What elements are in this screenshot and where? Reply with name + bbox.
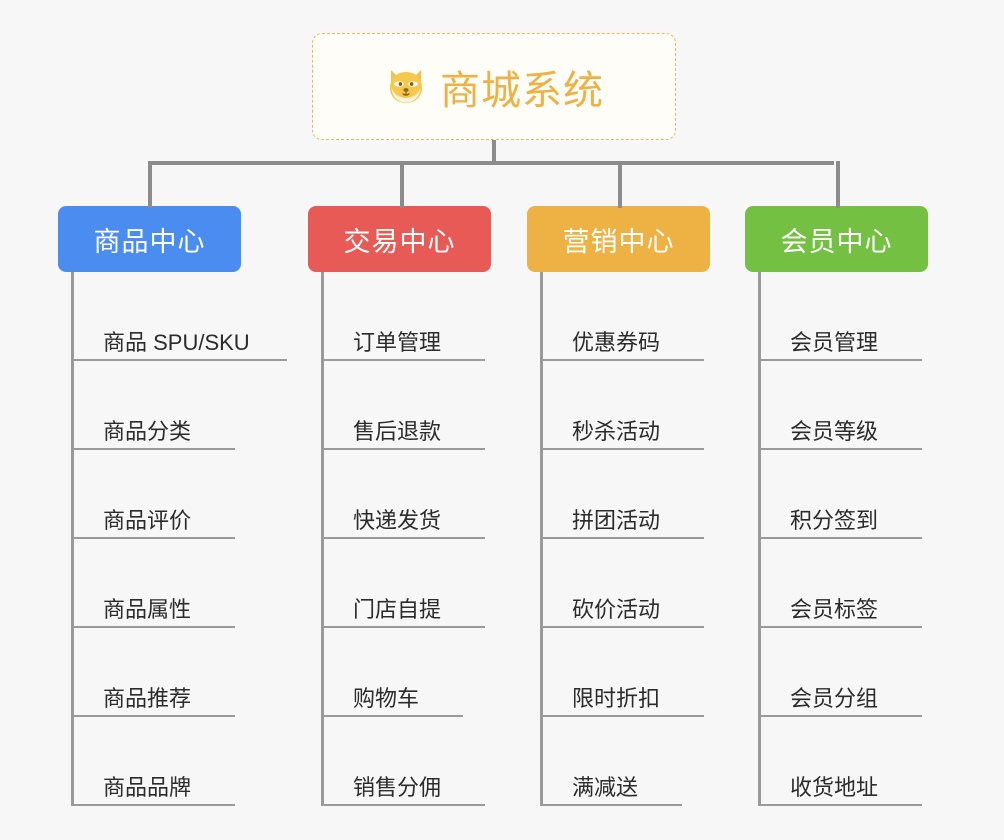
leaf-item-label: 优惠券码 <box>572 329 661 355</box>
connector-root-stem <box>492 140 496 165</box>
leaf-underline <box>758 359 922 361</box>
leaf-underline <box>321 804 485 806</box>
leaf-item-label: 积分签到 <box>790 507 879 533</box>
connector-horizontal-bar <box>148 161 834 165</box>
leaf-item-label: 商品评价 <box>103 507 192 533</box>
leaf-item-2-6[interactable]: 销售分佣 <box>321 717 491 806</box>
leaf-underline <box>71 715 235 717</box>
leaf-item-1-5[interactable]: 商品推荐 <box>71 628 241 717</box>
leaf-underline <box>321 537 485 539</box>
leaf-item-label: 会员分组 <box>790 685 879 711</box>
leaf-underline <box>758 626 922 628</box>
leaf-item-2-4[interactable]: 门店自提 <box>321 539 491 628</box>
branch-header-label: 商品中心 <box>93 226 206 257</box>
branch-header-3[interactable]: 营销中心 <box>527 206 710 272</box>
leaf-item-label: 购物车 <box>353 685 420 711</box>
branch-column-1: 商品中心 商品 SPU/SKU 商品分类 商品评价 商品属性 商品推荐 商品品牌 <box>58 206 287 806</box>
leaf-item-2-2[interactable]: 售后退款 <box>321 361 491 450</box>
leaf-item-label: 会员管理 <box>790 329 879 355</box>
leaf-item-3-5[interactable]: 限时折扣 <box>540 628 710 717</box>
leaf-underline <box>540 448 704 450</box>
leaf-underline <box>540 537 704 539</box>
branch-header-1[interactable]: 商品中心 <box>58 206 241 272</box>
leaf-underline <box>758 537 922 539</box>
leaf-item-3-2[interactable]: 秒杀活动 <box>540 361 710 450</box>
leaf-underline <box>540 804 682 806</box>
leaf-item-3-1[interactable]: 优惠券码 <box>540 272 710 361</box>
leaf-list: 订单管理 售后退款 快递发货 门店自提 购物车 销售分佣 <box>308 272 491 806</box>
branch-header-4[interactable]: 会员中心 <box>745 206 928 272</box>
leaf-underline <box>540 715 704 717</box>
leaf-item-label: 砍价活动 <box>572 596 661 622</box>
leaf-item-1-2[interactable]: 商品分类 <box>71 361 241 450</box>
leaf-underline <box>321 715 463 717</box>
connector-drop-3 <box>618 161 622 208</box>
leaf-item-label: 快递发货 <box>353 507 442 533</box>
leaf-item-label: 商品 SPU/SKU <box>103 329 250 355</box>
leaf-item-label: 门店自提 <box>353 596 442 622</box>
leaf-item-4-6[interactable]: 收货地址 <box>758 717 928 806</box>
branch-header-label: 交易中心 <box>343 226 456 257</box>
leaf-item-2-5[interactable]: 购物车 <box>321 628 491 717</box>
leaf-item-4-5[interactable]: 会员分组 <box>758 628 928 717</box>
leaf-item-1-6[interactable]: 商品品牌 <box>71 717 241 806</box>
branch-header-2[interactable]: 交易中心 <box>308 206 491 272</box>
leaf-item-label: 商品推荐 <box>103 685 192 711</box>
leaf-item-label: 限时折扣 <box>572 685 661 711</box>
leaf-item-label: 收货地址 <box>790 774 879 800</box>
leaf-underline <box>71 448 235 450</box>
leaf-item-label: 会员等级 <box>790 418 879 444</box>
leaf-underline <box>71 359 287 361</box>
leaf-underline <box>540 359 704 361</box>
leaf-item-3-4[interactable]: 砍价活动 <box>540 539 710 628</box>
leaf-underline <box>540 626 704 628</box>
leaf-item-label: 商品分类 <box>103 418 192 444</box>
leaf-underline <box>321 359 485 361</box>
branch-column-2: 交易中心 订单管理 售后退款 快递发货 门店自提 购物车 销售分佣 <box>308 206 491 806</box>
branch-column-3: 营销中心 优惠券码 秒杀活动 拼团活动 砍价活动 限时折扣 满减送 <box>527 206 710 806</box>
connector-drop-1 <box>148 161 152 208</box>
leaf-item-label: 会员标签 <box>790 596 879 622</box>
leaf-item-label: 商品品牌 <box>103 774 192 800</box>
leaf-list: 商品 SPU/SKU 商品分类 商品评价 商品属性 商品推荐 商品品牌 <box>58 272 287 806</box>
leaf-item-2-1[interactable]: 订单管理 <box>321 272 491 361</box>
leaf-item-2-3[interactable]: 快递发货 <box>321 450 491 539</box>
branch-header-label: 会员中心 <box>780 226 893 257</box>
leaf-item-label: 满减送 <box>572 774 639 800</box>
leaf-item-label: 商品属性 <box>103 596 192 622</box>
leaf-item-label: 拼团活动 <box>572 507 661 533</box>
leaf-item-4-1[interactable]: 会员管理 <box>758 272 928 361</box>
leaf-item-1-4[interactable]: 商品属性 <box>71 539 241 628</box>
leaf-item-3-3[interactable]: 拼团活动 <box>540 450 710 539</box>
leaf-underline <box>321 448 485 450</box>
leaf-underline <box>758 715 922 717</box>
leaf-underline <box>71 804 235 806</box>
leaf-underline <box>321 626 485 628</box>
shiba-dog-icon <box>384 64 428 108</box>
leaf-item-label: 秒杀活动 <box>572 418 661 444</box>
leaf-item-4-4[interactable]: 会员标签 <box>758 539 928 628</box>
leaf-item-label: 销售分佣 <box>353 774 442 800</box>
root-title: 商城系统 <box>440 68 604 113</box>
branch-header-label: 营销中心 <box>562 226 675 257</box>
leaf-item-3-6[interactable]: 满减送 <box>540 717 710 806</box>
leaf-item-1-1[interactable]: 商品 SPU/SKU <box>71 272 287 361</box>
leaf-underline <box>71 626 235 628</box>
leaf-list: 优惠券码 秒杀活动 拼团活动 砍价活动 限时折扣 满减送 <box>527 272 710 806</box>
leaf-underline <box>758 448 922 450</box>
connector-drop-2 <box>400 161 404 208</box>
leaf-underline <box>71 537 235 539</box>
root-node[interactable]: 商城系统 <box>312 33 676 140</box>
leaf-item-label: 售后退款 <box>353 418 442 444</box>
leaf-item-1-3[interactable]: 商品评价 <box>71 450 241 539</box>
leaf-list: 会员管理 会员等级 积分签到 会员标签 会员分组 收货地址 <box>745 272 928 806</box>
branch-column-4: 会员中心 会员管理 会员等级 积分签到 会员标签 会员分组 收货地址 <box>745 206 928 806</box>
leaf-item-label: 订单管理 <box>353 329 442 355</box>
leaf-underline <box>758 804 922 806</box>
connector-drop-4 <box>836 161 840 208</box>
leaf-item-4-2[interactable]: 会员等级 <box>758 361 928 450</box>
leaf-item-4-3[interactable]: 积分签到 <box>758 450 928 539</box>
